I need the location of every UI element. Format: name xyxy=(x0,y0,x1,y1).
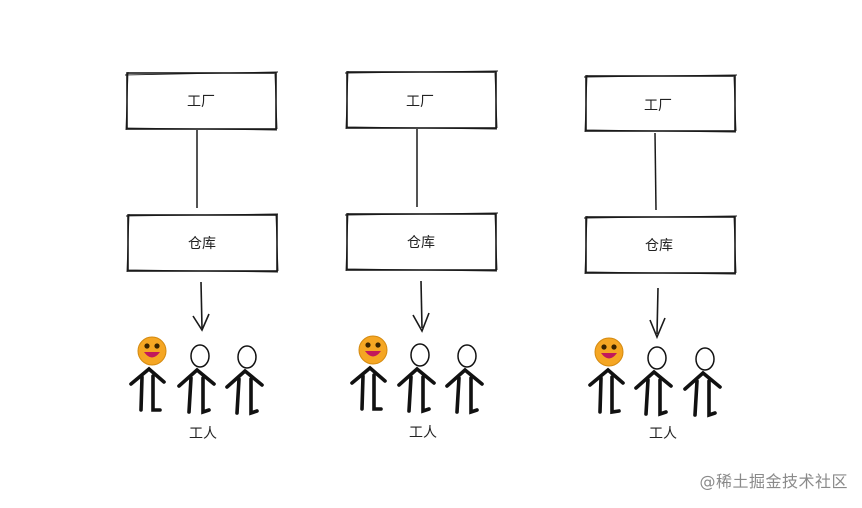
watermark-text: @稀土掘金技术社区 xyxy=(699,472,848,491)
workers-group: 工人 xyxy=(588,337,722,442)
warehouse-box: 仓库 xyxy=(344,212,499,272)
emoji-smiley-icon xyxy=(137,336,167,366)
down-arrow-icon xyxy=(412,280,430,333)
column-2: 工厂 仓库 xyxy=(344,70,499,441)
factory-box: 工厂 xyxy=(344,70,499,130)
down-arrow-icon xyxy=(649,287,666,340)
connector-line xyxy=(654,132,657,211)
stick-figure-icon xyxy=(129,366,166,412)
workers-label: 工人 xyxy=(649,426,677,442)
warehouse-label: 仓库 xyxy=(645,238,673,254)
warehouse-box: 仓库 xyxy=(583,215,738,275)
stick-figure-icon xyxy=(397,343,436,414)
stick-figure-icon xyxy=(634,346,673,417)
column-1: 工厂 仓库 xyxy=(124,71,279,442)
stick-figure-icon xyxy=(350,365,387,411)
factory-label: 工厂 xyxy=(644,98,672,114)
emoji-smiley-icon xyxy=(594,337,624,367)
factory-box: 工厂 xyxy=(124,71,279,131)
down-arrow-icon xyxy=(192,281,210,332)
stick-figure-icon xyxy=(225,345,264,416)
factory-label: 工厂 xyxy=(406,94,434,110)
stick-figure-icon xyxy=(445,344,484,415)
workers-group: 工人 xyxy=(350,335,484,441)
workers-group: 工人 xyxy=(129,336,264,442)
stick-figure-icon xyxy=(177,344,216,415)
warehouse-box: 仓库 xyxy=(125,213,279,273)
factory-box: 工厂 xyxy=(583,74,738,133)
workers-label: 工人 xyxy=(189,426,217,442)
workers-label: 工人 xyxy=(409,425,437,441)
warehouse-label: 仓库 xyxy=(407,235,435,251)
column-3: 工厂 仓库 xyxy=(583,74,738,442)
warehouse-label: 仓库 xyxy=(188,236,216,252)
stick-figure-icon xyxy=(683,347,722,418)
factory-label: 工厂 xyxy=(187,94,215,110)
emoji-smiley-icon xyxy=(358,335,388,365)
stick-figure-icon xyxy=(588,367,625,415)
